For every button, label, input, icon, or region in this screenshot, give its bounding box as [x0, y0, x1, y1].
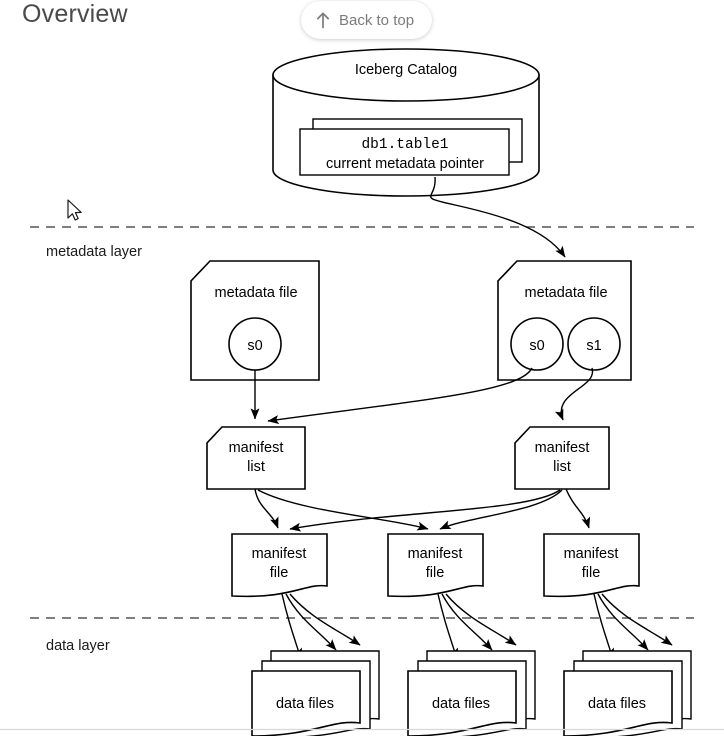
snapshot-s0-circle-file2 [510, 317, 564, 371]
connector-mf1-to-data-files-1b [285, 593, 337, 651]
metadata-file-1: metadata file s0 [190, 260, 320, 381]
manifest-file-2-line1: manifest [408, 546, 463, 562]
manifest-file-3-line2: file [582, 565, 601, 581]
snapshot-s1-label-file2: s1 [586, 338, 601, 354]
data-files-label-3: data files [588, 696, 646, 712]
back-to-top-button[interactable]: Back to top [301, 1, 433, 39]
connector-mf3-to-data-files-3b [597, 593, 649, 651]
manifest-file-2-line2: file [426, 565, 445, 581]
manifest-file-2: manifest file [387, 533, 484, 598]
connector-list2-to-manifest-file-2 [439, 489, 563, 530]
data-files-stack-3: data files [563, 650, 692, 736]
connector-list1-to-manifest-file-2 [257, 489, 429, 531]
manifest-list-1-line1: manifest [229, 440, 284, 456]
manifest-file-1: manifest file [231, 533, 328, 598]
manifest-list-1-line2: list [247, 459, 265, 475]
manifest-file-1-line2: file [270, 565, 289, 581]
snapshot-s0-label-file2: s0 [529, 338, 544, 354]
back-to-top-label: Back to top [339, 11, 415, 29]
manifest-list-2-line2: list [553, 459, 571, 475]
catalog-label: Iceberg Catalog [355, 62, 457, 78]
mouse-cursor [67, 199, 82, 221]
manifest-file-1-line1: manifest [252, 546, 307, 562]
connector-mf2-to-data-files-2b [441, 593, 493, 651]
connector-mf2-to-data-files-2c [445, 593, 517, 646]
current-metadata-pointer-group: db1.table1 current metadata pointer [299, 118, 523, 176]
data-files-label-1: data files [276, 696, 334, 712]
data-files-stack-1: data files [251, 650, 380, 736]
pointer-caption: current metadata pointer [326, 156, 484, 172]
connector-mf3-to-data-files-3c [601, 593, 673, 646]
snapshot-s0-label-file1: s0 [247, 338, 262, 354]
manifest-file-3: manifest file [543, 533, 640, 598]
data-layer-label: data layer [46, 638, 110, 654]
arrow-up-icon [315, 11, 331, 29]
metadata-file-2: metadata file s0 s1 [497, 260, 632, 381]
metadata-file-2-label: metadata file [524, 285, 607, 301]
manifest-file-3-line1: manifest [564, 546, 619, 562]
connector-mf1-to-data-files-1c [289, 593, 361, 646]
connector-list2-to-manifest-file-1 [289, 489, 561, 532]
data-files-label-2: data files [432, 696, 490, 712]
metadata-layer-label: metadata layer [46, 244, 142, 260]
manifest-list-2: manifest list [514, 426, 610, 490]
snapshot-s1-circle-file2 [567, 317, 621, 371]
connector-list1-to-manifest-file-1 [254, 488, 279, 529]
pointer-table-name: db1.table1 [361, 137, 448, 153]
connector-s0-file2-to-manifest-list-1 [267, 367, 533, 424]
page-title: Overview [22, 0, 128, 28]
data-files-stack-2: data files [407, 650, 536, 736]
connector-list2-to-manifest-file-3 [565, 488, 591, 529]
connector-catalog-to-metadata-file-2 [430, 176, 566, 258]
manifest-list-2-line1: manifest [535, 440, 590, 456]
manifest-list-1: manifest list [206, 426, 306, 490]
connector-s1-file2-to-manifest-list-2 [554, 367, 594, 421]
metadata-file-1-label: metadata file [214, 285, 297, 301]
